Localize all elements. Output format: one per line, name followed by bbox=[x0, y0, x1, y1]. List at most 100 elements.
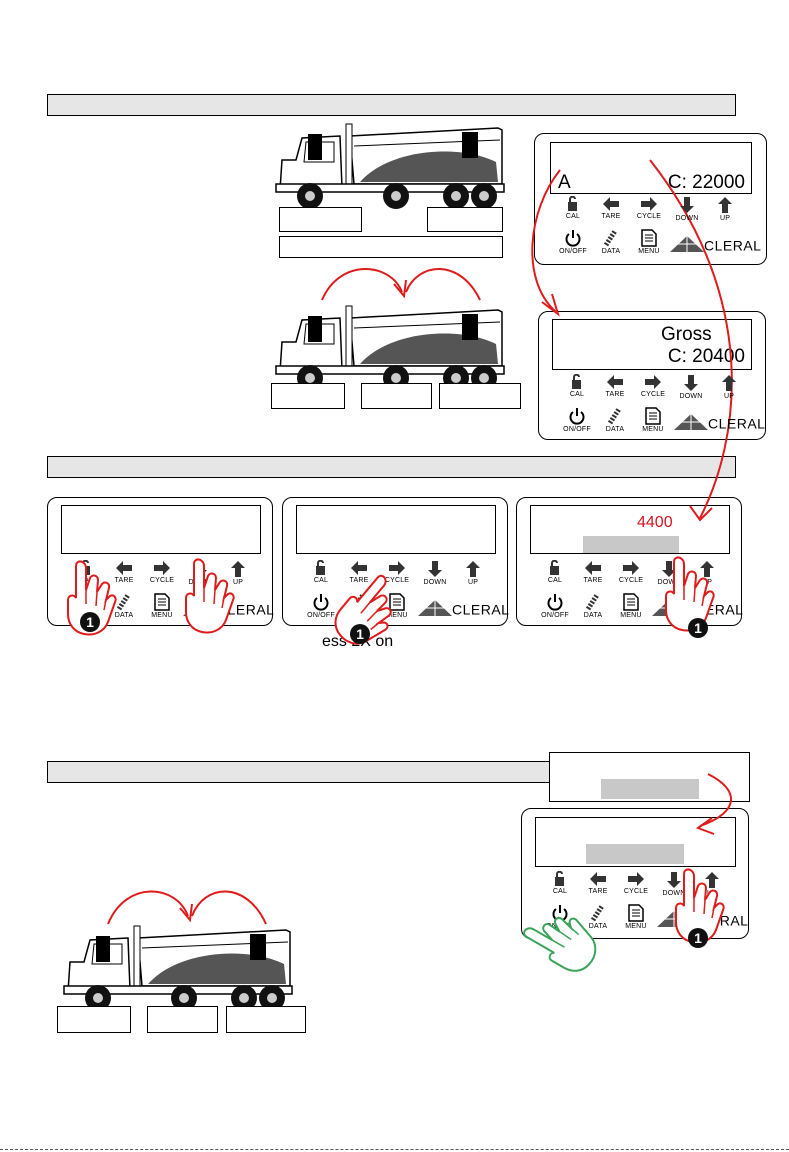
cal-button[interactable]: CAL bbox=[543, 870, 577, 895]
tare-button[interactable]: TARE bbox=[594, 195, 628, 220]
cal-icon bbox=[304, 560, 338, 576]
tare-label: TARE bbox=[588, 888, 608, 895]
step-number-badge: 1 bbox=[80, 612, 100, 632]
on-off-button[interactable]: ON/OFF bbox=[304, 592, 338, 619]
on-off-button[interactable]: ON/OFF bbox=[538, 592, 572, 619]
down-button[interactable]: DOWN bbox=[418, 559, 452, 586]
down-icon bbox=[670, 196, 704, 214]
on-off-button[interactable]: ON/OFF bbox=[556, 228, 590, 255]
menu-button[interactable]: MENU bbox=[145, 592, 179, 619]
tare-button[interactable]: TARE bbox=[342, 559, 376, 584]
cal-icon bbox=[538, 560, 572, 576]
down-label: DOWN bbox=[662, 890, 686, 897]
data-button[interactable]: DATA bbox=[598, 406, 632, 433]
menu-button[interactable]: MENU bbox=[636, 406, 670, 433]
up-label: UP bbox=[467, 579, 479, 586]
data-label: DATA bbox=[583, 612, 603, 619]
cycle-button[interactable]: CYCLE bbox=[380, 559, 414, 584]
cal-button[interactable]: CAL bbox=[556, 195, 590, 220]
menu-icon bbox=[614, 593, 648, 611]
down-button[interactable]: DOWN bbox=[657, 870, 691, 897]
up-button[interactable]: UP bbox=[221, 559, 255, 586]
up-button[interactable]: UP bbox=[712, 373, 746, 400]
data-label: DATA bbox=[114, 612, 134, 619]
down-icon bbox=[657, 871, 691, 889]
lcd-screen bbox=[296, 505, 496, 554]
tare-label: TARE bbox=[349, 577, 369, 584]
menu-button[interactable]: MENU bbox=[380, 592, 414, 619]
data-label: DATA bbox=[588, 923, 608, 930]
cal-button[interactable]: CAL bbox=[304, 559, 338, 584]
menu-button[interactable]: MENU bbox=[632, 228, 666, 255]
up-button[interactable]: UP bbox=[708, 195, 742, 222]
data-button[interactable]: DATA bbox=[581, 903, 615, 930]
menu-label: MENU bbox=[151, 612, 173, 619]
cal-label: CAL bbox=[547, 577, 563, 584]
tare-label: TARE bbox=[583, 577, 603, 584]
cal-label: CAL bbox=[565, 213, 581, 220]
power-icon bbox=[538, 593, 572, 611]
lcd-screen: A C: 22000 bbox=[550, 142, 752, 194]
down-icon bbox=[418, 560, 452, 578]
down-button[interactable]: DOWN bbox=[674, 373, 708, 400]
cycle-icon bbox=[632, 196, 666, 212]
on-off-button[interactable]: ON/OFF bbox=[560, 406, 594, 433]
menu-button[interactable]: MENU bbox=[614, 592, 648, 619]
lcd-screen: 4400 bbox=[530, 505, 730, 554]
up-icon bbox=[708, 196, 742, 214]
menu-button[interactable]: MENU bbox=[619, 903, 653, 930]
data-icon bbox=[594, 229, 628, 247]
axle-label-box bbox=[147, 1006, 218, 1033]
up-label: UP bbox=[232, 579, 244, 586]
tare-button[interactable]: TARE bbox=[107, 559, 141, 584]
data-button[interactable]: DATA bbox=[576, 592, 610, 619]
cal-button[interactable]: CAL bbox=[560, 373, 594, 398]
cycle-button[interactable]: CYCLE bbox=[632, 195, 666, 220]
down-button[interactable]: DOWN bbox=[670, 195, 704, 222]
cycle-button[interactable]: CYCLE bbox=[636, 373, 670, 398]
menu-label: MENU bbox=[642, 426, 664, 433]
up-button[interactable]: UP bbox=[456, 559, 490, 586]
onoff-label: ON/OFF bbox=[563, 426, 591, 433]
tare-button[interactable]: TARE bbox=[598, 373, 632, 398]
axle-label-box bbox=[57, 1006, 131, 1033]
cycle-label: CYCLE bbox=[636, 213, 662, 220]
tare-button[interactable]: TARE bbox=[581, 870, 615, 895]
cycle-label: CYCLE bbox=[149, 577, 175, 584]
menu-icon bbox=[380, 593, 414, 611]
onoff-label: ON/OFF bbox=[559, 248, 587, 255]
cycle-button[interactable]: CYCLE bbox=[619, 870, 653, 895]
cleral-logo: CLERAL bbox=[674, 414, 765, 433]
callout-gray-field bbox=[601, 779, 699, 799]
brand-name: CLERAL bbox=[704, 237, 762, 254]
down-button[interactable]: DOWN bbox=[652, 559, 686, 586]
down-label: DOWN bbox=[679, 393, 703, 400]
brand-name: CLERAL bbox=[708, 415, 766, 432]
data-icon bbox=[576, 593, 610, 611]
menu-label: MENU bbox=[638, 248, 660, 255]
cycle-button[interactable]: CYCLE bbox=[614, 559, 648, 584]
data-button[interactable]: DATA bbox=[594, 228, 628, 255]
cal-label: CAL bbox=[569, 391, 585, 398]
axle-label-box bbox=[226, 1006, 306, 1033]
up-icon bbox=[695, 871, 729, 889]
lcd-right-text: C: 22000 bbox=[667, 172, 745, 193]
axle-label-box bbox=[271, 383, 345, 409]
cycle-icon bbox=[145, 560, 179, 576]
cal-label: CAL bbox=[552, 888, 568, 895]
brand-name: CLERAL bbox=[452, 601, 510, 618]
down-icon bbox=[652, 560, 686, 578]
rear-axle-label-box bbox=[427, 207, 503, 232]
axle-label-box bbox=[361, 383, 432, 409]
tare-icon bbox=[598, 374, 632, 390]
data-button[interactable]: DATA bbox=[107, 592, 141, 619]
cycle-icon bbox=[380, 560, 414, 576]
cycle-label: CYCLE bbox=[384, 577, 410, 584]
down-label: DOWN bbox=[423, 579, 447, 586]
data-icon bbox=[107, 593, 141, 611]
menu-icon bbox=[636, 407, 670, 425]
tare-button[interactable]: TARE bbox=[576, 559, 610, 584]
cycle-button[interactable]: CYCLE bbox=[145, 559, 179, 584]
cal-button[interactable]: CAL bbox=[538, 559, 572, 584]
